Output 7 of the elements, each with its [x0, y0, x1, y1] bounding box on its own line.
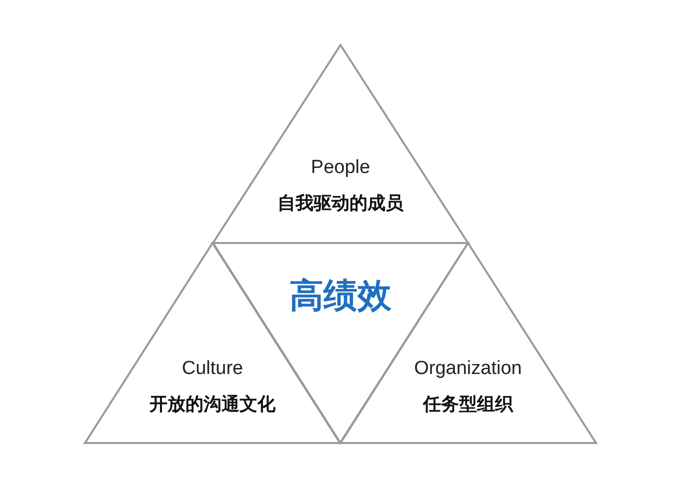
node-text: 任务型组织	[423, 393, 513, 416]
node-heading: People	[310, 157, 370, 179]
node-heading: Culture	[182, 358, 244, 380]
node-text: 自我驱动的成员	[278, 192, 404, 215]
center-title: 高绩效	[290, 275, 392, 318]
node-heading: Organization	[414, 358, 522, 380]
node-text: 开放的沟通文化	[150, 393, 276, 416]
